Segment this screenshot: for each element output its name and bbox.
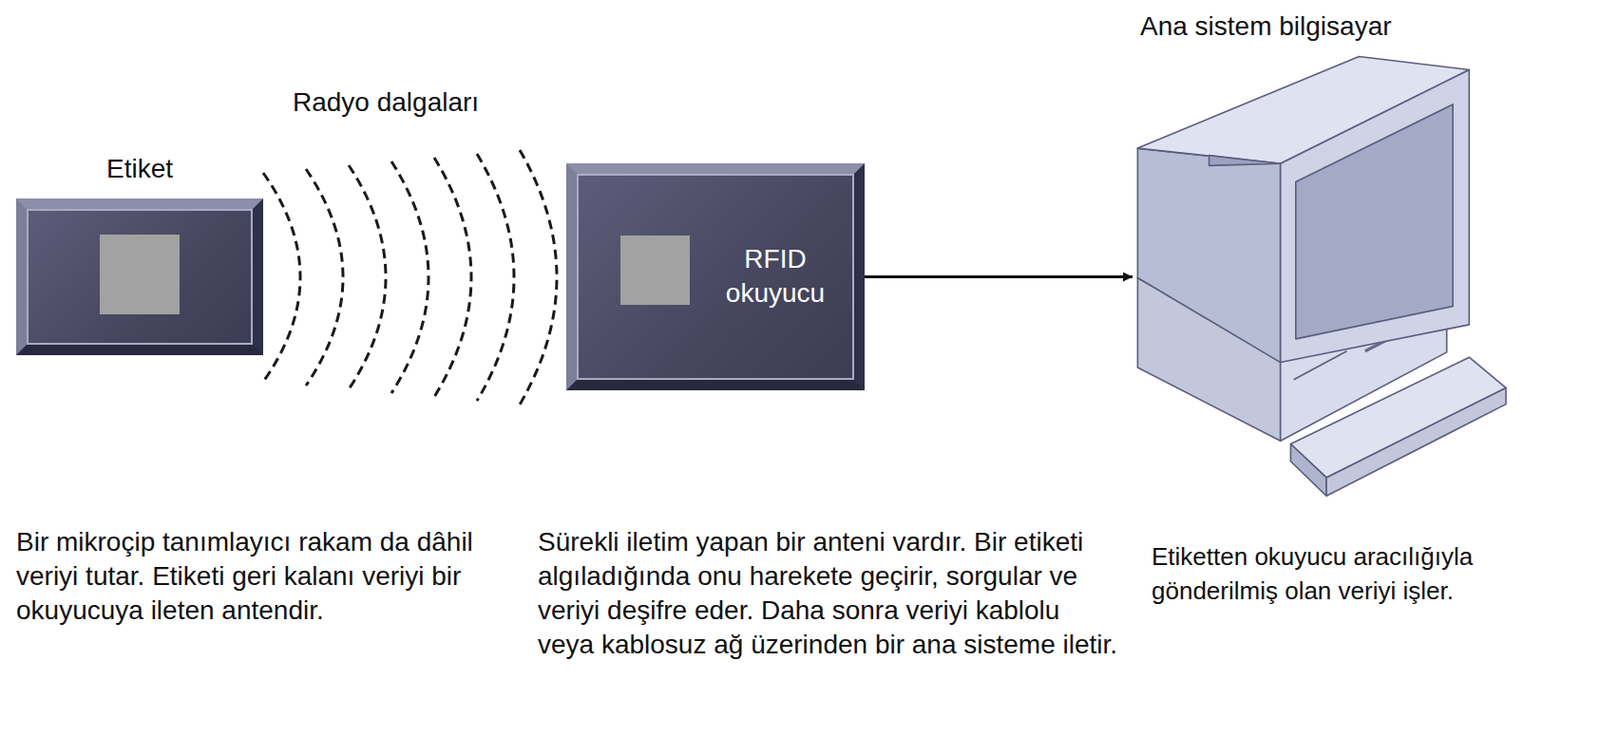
computer-node: Ana sistem bilgisayarEtiketten okuyucu a… (1132, 9, 1597, 732)
node-heading: Ana sistem bilgisayar (1140, 9, 1540, 44)
radio-wave (519, 150, 557, 405)
node-heading: RFID okuyucu (708, 242, 842, 311)
device-box: EtiketBir mikroçip tanımlayıcı rakam da … (16, 152, 530, 666)
node-description: Bir mikroçip tanımlayıcı rakam da dâhil … (16, 525, 511, 629)
node-description: Sürekli iletim yapan bir anteni vardır. … (537, 525, 1120, 663)
node-description: Etiketten okuyucu aracılığıyla gönderilm… (1151, 539, 1589, 609)
radio-wave (391, 161, 429, 394)
device-box: RFID okuyucuSürekli iletim yapan bir ant… (537, 163, 1127, 696)
computer-illustration (1132, 51, 1521, 506)
reader-box: RFID okuyucu (566, 163, 865, 391)
radio-wave (476, 153, 515, 401)
tag-box (16, 198, 264, 356)
arrow-connector (864, 275, 1133, 279)
node-heading: Etiket (16, 152, 264, 187)
microchip (99, 234, 180, 315)
radio-wave (434, 157, 472, 398)
radio-wave (263, 172, 301, 382)
microchip (620, 235, 690, 305)
radio-wave (305, 169, 343, 386)
radio-wave (348, 165, 386, 390)
wave-label: Radyo dalgaları (292, 85, 479, 120)
